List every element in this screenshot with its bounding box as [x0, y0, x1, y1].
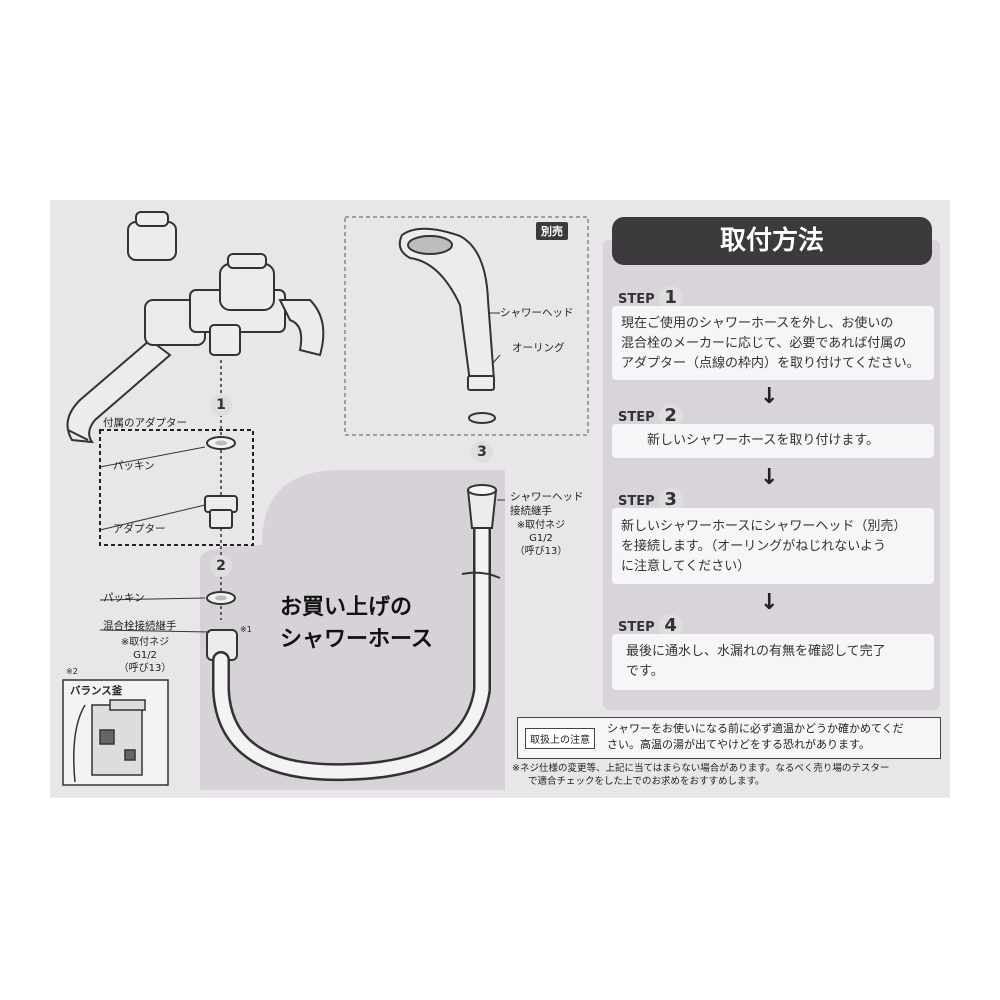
step-2-text: 新しいシャワーホースを取り付けます。	[612, 424, 934, 458]
shower-head-label: シャワーヘッド	[500, 307, 574, 319]
page-title: 取付方法	[612, 217, 932, 265]
step-3-text: 新しいシャワーホースにシャワーヘッド（別売） を接続します。（オーリングがねじれ…	[612, 508, 934, 584]
packing-1-label: パッキン	[113, 460, 155, 472]
arrow-down-icon: ↓	[760, 590, 779, 615]
step-4-text: 最後に通水し、水漏れの有無を確認して完了 です。	[612, 634, 934, 690]
arrow-down-icon: ↓	[760, 384, 779, 409]
adapter-part	[204, 495, 238, 529]
balance-kama-label: バランス釜	[70, 685, 123, 697]
diagram-number-2: 2	[210, 555, 232, 577]
adapter-included-label: 付属のアダプター	[103, 417, 187, 429]
note-mark-2: ※2	[66, 667, 78, 676]
diagram-number-1: 1	[210, 394, 232, 416]
adapter-label: アダプター	[113, 523, 166, 535]
shower-head	[398, 227, 496, 391]
hose-background-area	[200, 470, 505, 790]
shower-head-joint-label-2: 接続継手	[510, 505, 552, 517]
packing-2-label: パッキン	[103, 592, 145, 604]
o-ring	[468, 412, 496, 424]
note-mark-1: ※1	[240, 625, 252, 634]
separate-sale-box	[344, 216, 589, 436]
step-1-text: 現在ご使用のシャワーホースを外し、お使いの 混合栓のメーカーに応じて、必要であれ…	[612, 306, 934, 380]
product-title: お買い上げの シャワーホース	[280, 595, 433, 652]
shower-head-joint-label-1: シャワーヘッド	[510, 491, 584, 503]
o-ring-label: オーリング	[512, 342, 565, 354]
thread-spec-right: ※取付ネジ G1/2 （呼び13）	[514, 520, 568, 557]
arrow-down-icon: ↓	[760, 465, 779, 490]
caution-text: シャワーをお使いになる前に必ず適温かどうか確かめてくだ さい。高温の湯が出てやけ…	[607, 722, 904, 751]
balance-kama-illustration	[73, 699, 146, 783]
diagram-number-3: 3	[471, 441, 493, 463]
separate-sale-tag: 別売	[536, 222, 568, 240]
mixer-joint-label: 混合栓接続継手	[103, 620, 177, 632]
adapter-box	[99, 429, 254, 546]
thread-spec-left: ※取付ネジ G1/2 （呼び13）	[118, 637, 172, 674]
caution-tag: 取扱上の注意	[525, 728, 595, 749]
footnote: ※ネジ仕様の変更等、上記に当てはまらない場合があります。なるべく売り場のテスター…	[512, 763, 890, 787]
mixer-faucet	[66, 211, 325, 444]
